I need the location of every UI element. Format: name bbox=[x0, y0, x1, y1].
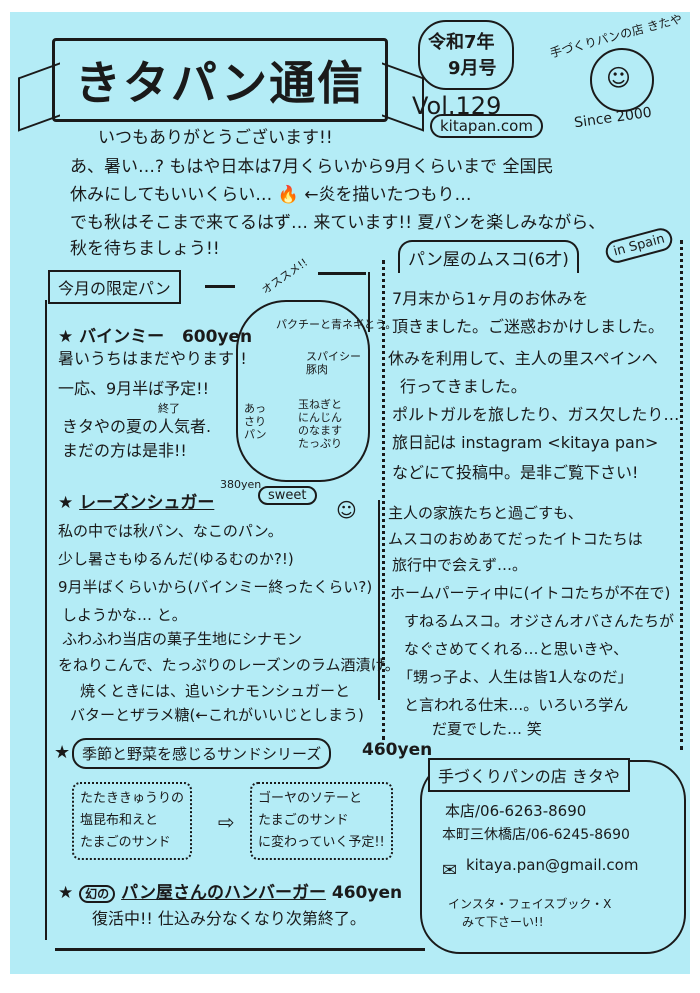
main-store-phone: 本店/06-6263-8690 bbox=[445, 802, 587, 820]
next-sand: ゴーヤのソテーと たまごのサンド に変わっていく予定!! bbox=[250, 782, 393, 860]
sand-price: 460yen bbox=[362, 740, 433, 760]
banhmi-bubble bbox=[236, 300, 370, 482]
website-link[interactable]: kitapan.com bbox=[430, 114, 543, 138]
left-divider bbox=[368, 272, 370, 332]
logo-face-icon: ☺ bbox=[606, 64, 632, 92]
arrow-right-icon: ⇨ bbox=[218, 810, 235, 834]
issue-month: 9月号 bbox=[448, 58, 497, 79]
sand-series-title: 季節と野菜を感じるサンドシリーズ bbox=[72, 738, 332, 769]
sweet-tag: sweet bbox=[258, 486, 317, 505]
newsletter-page bbox=[10, 12, 690, 974]
item-burger-title: ★ 幻の パン屋さんのハンバーガー 460yen bbox=[58, 883, 403, 903]
star-icon: ★ bbox=[54, 742, 71, 763]
branch-store-phone: 本町三休橋店/06-6245-8690 bbox=[442, 827, 630, 843]
son-heading: パン屋のムスコ(6才) bbox=[398, 240, 579, 273]
bottom-divider bbox=[55, 948, 425, 951]
right-border bbox=[680, 240, 683, 750]
sns-line: インスタ・フェイスブック・X bbox=[448, 897, 612, 911]
left-border bbox=[45, 300, 47, 940]
mail-icon: ✉ bbox=[442, 860, 458, 881]
item-raisin-title: ★ レーズンシュガー bbox=[58, 493, 215, 513]
newsletter-title: きタパン通信 bbox=[52, 38, 388, 122]
column-divider bbox=[382, 260, 385, 740]
limited-heading: 今月の限定パン bbox=[48, 270, 181, 304]
email-link[interactable]: kitaya.pan@gmail.com bbox=[466, 856, 639, 874]
current-sand: たたききゅうりの 塩昆布和えと たまごのサンド bbox=[72, 782, 193, 860]
issue-era: 令和7年 bbox=[428, 32, 495, 53]
sns-line: みて下さーい!! bbox=[462, 915, 544, 929]
shop-heading: 手づくりパンの店 きタや bbox=[428, 758, 630, 792]
divider bbox=[205, 285, 235, 288]
raisin-price: 380yen bbox=[220, 478, 262, 491]
column-line bbox=[378, 500, 380, 700]
logo-bread-icon bbox=[590, 48, 654, 112]
item-banhmi-title: ★ バインミー 600yen bbox=[58, 327, 253, 347]
smile-icon: ☺ bbox=[336, 498, 357, 522]
divider bbox=[318, 272, 366, 275]
issue-bubble bbox=[418, 20, 514, 90]
